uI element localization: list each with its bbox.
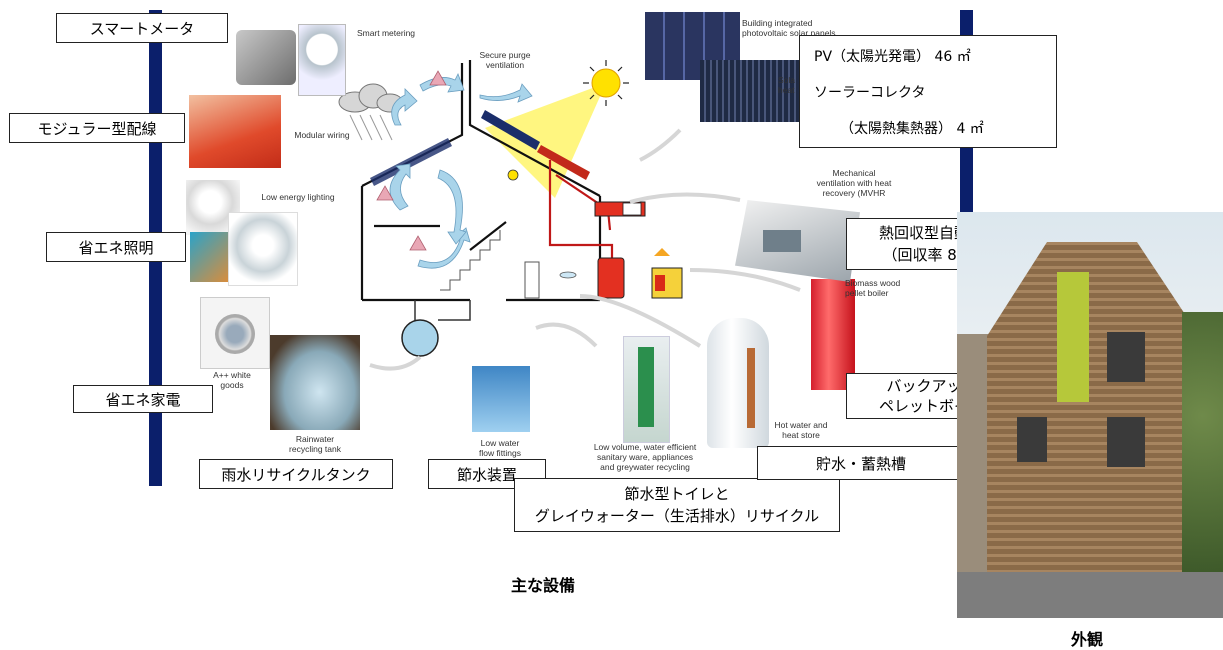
light-bulb-icon	[507, 169, 519, 181]
pv-roof-panel	[481, 110, 540, 150]
label-smart-meter: スマートメータ	[56, 13, 228, 43]
purge-line2: ventilation	[485, 60, 525, 70]
solar-heat-label-en: Sola heat	[778, 75, 800, 95]
mvhr-unit-photo	[735, 200, 860, 282]
bipv-label-en: Building integrated photovoltaic solar p…	[742, 18, 852, 38]
rainwater-line2: recycling tank	[289, 444, 341, 454]
rain-tank-symbol	[401, 319, 439, 357]
label-water-saving: 節水装置	[428, 459, 546, 489]
solar-collector-roof	[537, 145, 590, 180]
white-goods-line1: A++ white	[213, 370, 251, 380]
flow-fittings-label-en: Low water flow fittings	[460, 438, 540, 458]
solar-heat-line2: heat	[778, 85, 795, 95]
smart-meter-photo	[236, 30, 296, 85]
white-goods-line2: goods	[220, 380, 244, 390]
connector-arrows	[369, 128, 801, 371]
washing-machine-photo	[200, 297, 270, 369]
smart-meter-dials-photo	[298, 24, 346, 96]
rainwater-label-en: Rainwater recycling tank	[265, 434, 365, 454]
hot-line1: Hot water and	[774, 420, 828, 430]
mvhr-line3: recovery (MVHR	[822, 188, 886, 198]
bipv-line1: Building integrated	[742, 18, 813, 28]
modular-wiring-photo	[189, 95, 281, 168]
sanitary-line3: and greywater recycling	[600, 462, 690, 472]
sunlight-beam	[485, 83, 606, 198]
pv-line3: （太陽熱集熱器） 4 ㎡	[840, 121, 984, 137]
pellet-boiler-photo	[811, 279, 855, 390]
modular-wiring-label-en: Modular wiring	[294, 130, 350, 140]
smart-metering-label-en: Smart metering	[356, 28, 416, 38]
shower-head-photo	[472, 366, 530, 432]
rainwater-tank-photo	[270, 335, 360, 430]
lighting-photo-3	[228, 212, 298, 286]
label-modular-wiring: モジュラー型配線	[9, 113, 185, 143]
flow-line1: Low water	[480, 438, 520, 448]
sanitary-unit-photo	[623, 336, 670, 443]
pv-line1: PV（太陽光発電） 46 ㎡	[814, 49, 971, 65]
bipv-line2: photovoltaic solar panels	[742, 28, 836, 38]
stairs	[440, 230, 501, 291]
caption-main-equipment: 主な設備	[511, 576, 576, 595]
label-rain-tank: 雨水リサイクルタンク	[199, 459, 393, 489]
mvhr-line2: ventilation with heat	[816, 178, 892, 188]
boiler-line1: Biomass wood	[845, 278, 901, 288]
label-toilet-greywater: 節水型トイレと グレイウォーター（生活排水）リサイクル	[514, 478, 840, 532]
label-lighting: 省エネ照明	[46, 232, 186, 262]
purge-label-en: Secure purge ventilation	[470, 50, 540, 70]
caption-exterior: 外観	[1071, 630, 1104, 649]
lighting-label-en: Low energy lighting	[261, 192, 335, 202]
hot-water-store-photo	[707, 318, 769, 448]
washing-machine-door-icon	[215, 314, 255, 354]
toilet-line2: グレイウォーター（生活排水）リサイクル	[534, 507, 820, 525]
sanitary-line2: sanitary ware, appliances	[597, 452, 693, 462]
purge-line1: Secure purge	[479, 50, 531, 60]
solar-heat-panels-photo	[700, 60, 800, 122]
solar-heat-line1: Sola	[778, 75, 796, 85]
sanitary-line1: Low volume, water efficient	[593, 442, 697, 452]
label-appliances: 省エネ家電	[73, 385, 213, 413]
hot-line2: heat store	[782, 430, 820, 440]
boiler-line2: pellet boiler	[845, 288, 889, 298]
hot-water-cylinder	[597, 257, 625, 299]
pv-line2: ソーラーコレクタ	[814, 85, 926, 101]
boiler-label-en: Biomass wood pellet boiler	[845, 278, 915, 298]
mvhr-line1: Mechanical	[832, 168, 876, 178]
toilet-line1: 節水型トイレと	[624, 485, 730, 503]
sanitary-label-en: Low volume, water efficient sanitary war…	[580, 442, 710, 472]
building-exterior-photo	[957, 212, 1223, 618]
mvhr-label-en: Mechanical ventilation with heat recover…	[798, 168, 910, 198]
flow-line2: flow fittings	[478, 448, 522, 458]
label-hot-water: 貯水・蓄熱槽	[757, 446, 965, 480]
pv-info-box: PV（太陽光発電） 46 ㎡ ソーラーコレクタ （太陽熱集熱器） 4 ㎡	[799, 35, 1057, 148]
sun-icon	[591, 68, 621, 98]
rainwater-line1: Rainwater	[295, 434, 335, 444]
white-goods-label-en: A++ white goods	[200, 370, 264, 390]
hot-water-label-en: Hot water and heat store	[766, 420, 836, 440]
airflow-arrows	[376, 70, 533, 269]
cloud-roof-vent	[370, 138, 452, 186]
